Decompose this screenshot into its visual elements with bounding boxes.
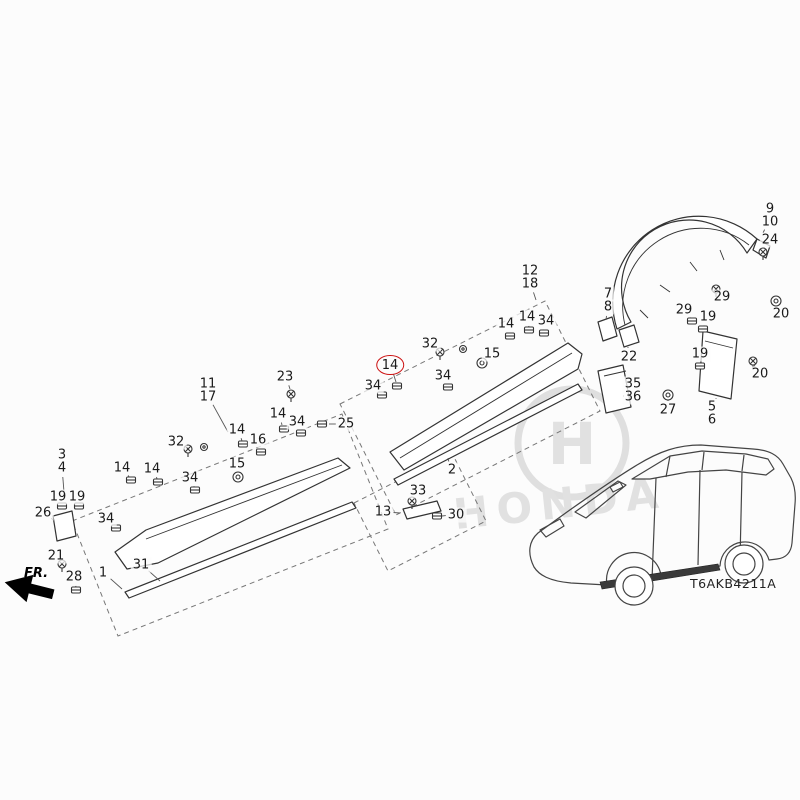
side-windows — [631, 450, 775, 480]
screw-icon — [748, 356, 758, 369]
clip-icon — [255, 448, 267, 456]
clip-icon — [278, 425, 290, 433]
clip-icon — [697, 325, 709, 333]
splash-guard-35-36 — [597, 364, 632, 414]
diagram-part-code: T6AKB4211A — [690, 576, 777, 591]
screw-icon — [407, 496, 417, 509]
rear-wheel — [724, 544, 764, 584]
fastener-icons — [56, 247, 782, 594]
screw-icon — [183, 444, 193, 457]
screw-icon — [435, 347, 445, 360]
bracket-26 — [52, 510, 77, 542]
clip-icon — [237, 440, 249, 448]
clip-icon — [125, 476, 137, 484]
front-wheel — [614, 566, 654, 606]
clip-icon — [189, 486, 201, 494]
grommet-icon — [662, 389, 674, 401]
clip-icon — [73, 502, 85, 510]
fr-direction-label: FR. — [24, 566, 49, 581]
bracket-22 — [618, 324, 640, 348]
clip-icon — [295, 429, 307, 437]
clip-icon — [70, 586, 82, 594]
grommet-icon — [476, 357, 488, 369]
clip-icon — [376, 391, 388, 399]
vehicle-illustration — [529, 444, 796, 606]
honda-logo-h: H — [548, 410, 597, 478]
clip-icon — [431, 512, 443, 520]
door-lower-garnish-right — [389, 342, 583, 471]
wheel-arch-liner — [612, 215, 771, 330]
screw-icon — [758, 247, 768, 260]
clip-icon — [538, 329, 550, 337]
clip-icon — [316, 420, 328, 428]
clip-icon — [523, 326, 535, 334]
nut-icon — [458, 344, 468, 354]
clip-icon — [504, 332, 516, 340]
screw-icon — [286, 389, 296, 402]
door-lower-molding-right — [393, 383, 583, 486]
grommet-icon — [770, 295, 782, 307]
clip-icon — [391, 382, 403, 390]
windshield — [574, 480, 627, 519]
clip-icon — [152, 478, 164, 486]
bracket-7-8 — [597, 316, 618, 342]
door-mirror — [609, 481, 624, 493]
clip-icon — [686, 317, 698, 325]
clip-icon — [442, 383, 454, 391]
nut-icon — [199, 442, 209, 452]
grommet-icon — [232, 471, 244, 483]
side-sill-molding-left — [124, 501, 357, 599]
fr-arrow-icon — [4, 574, 55, 603]
headlight — [539, 518, 565, 538]
side-sill-garnish-left — [114, 457, 351, 570]
right-group-dashed-box — [339, 300, 601, 516]
left-group-dashed-box — [71, 413, 389, 637]
screw-icon — [711, 284, 721, 297]
screw-icon — [57, 559, 67, 572]
clip-icon — [694, 362, 706, 370]
molding-end-piece — [402, 500, 442, 520]
clip-icon — [110, 524, 122, 532]
clip-icon — [56, 502, 68, 510]
